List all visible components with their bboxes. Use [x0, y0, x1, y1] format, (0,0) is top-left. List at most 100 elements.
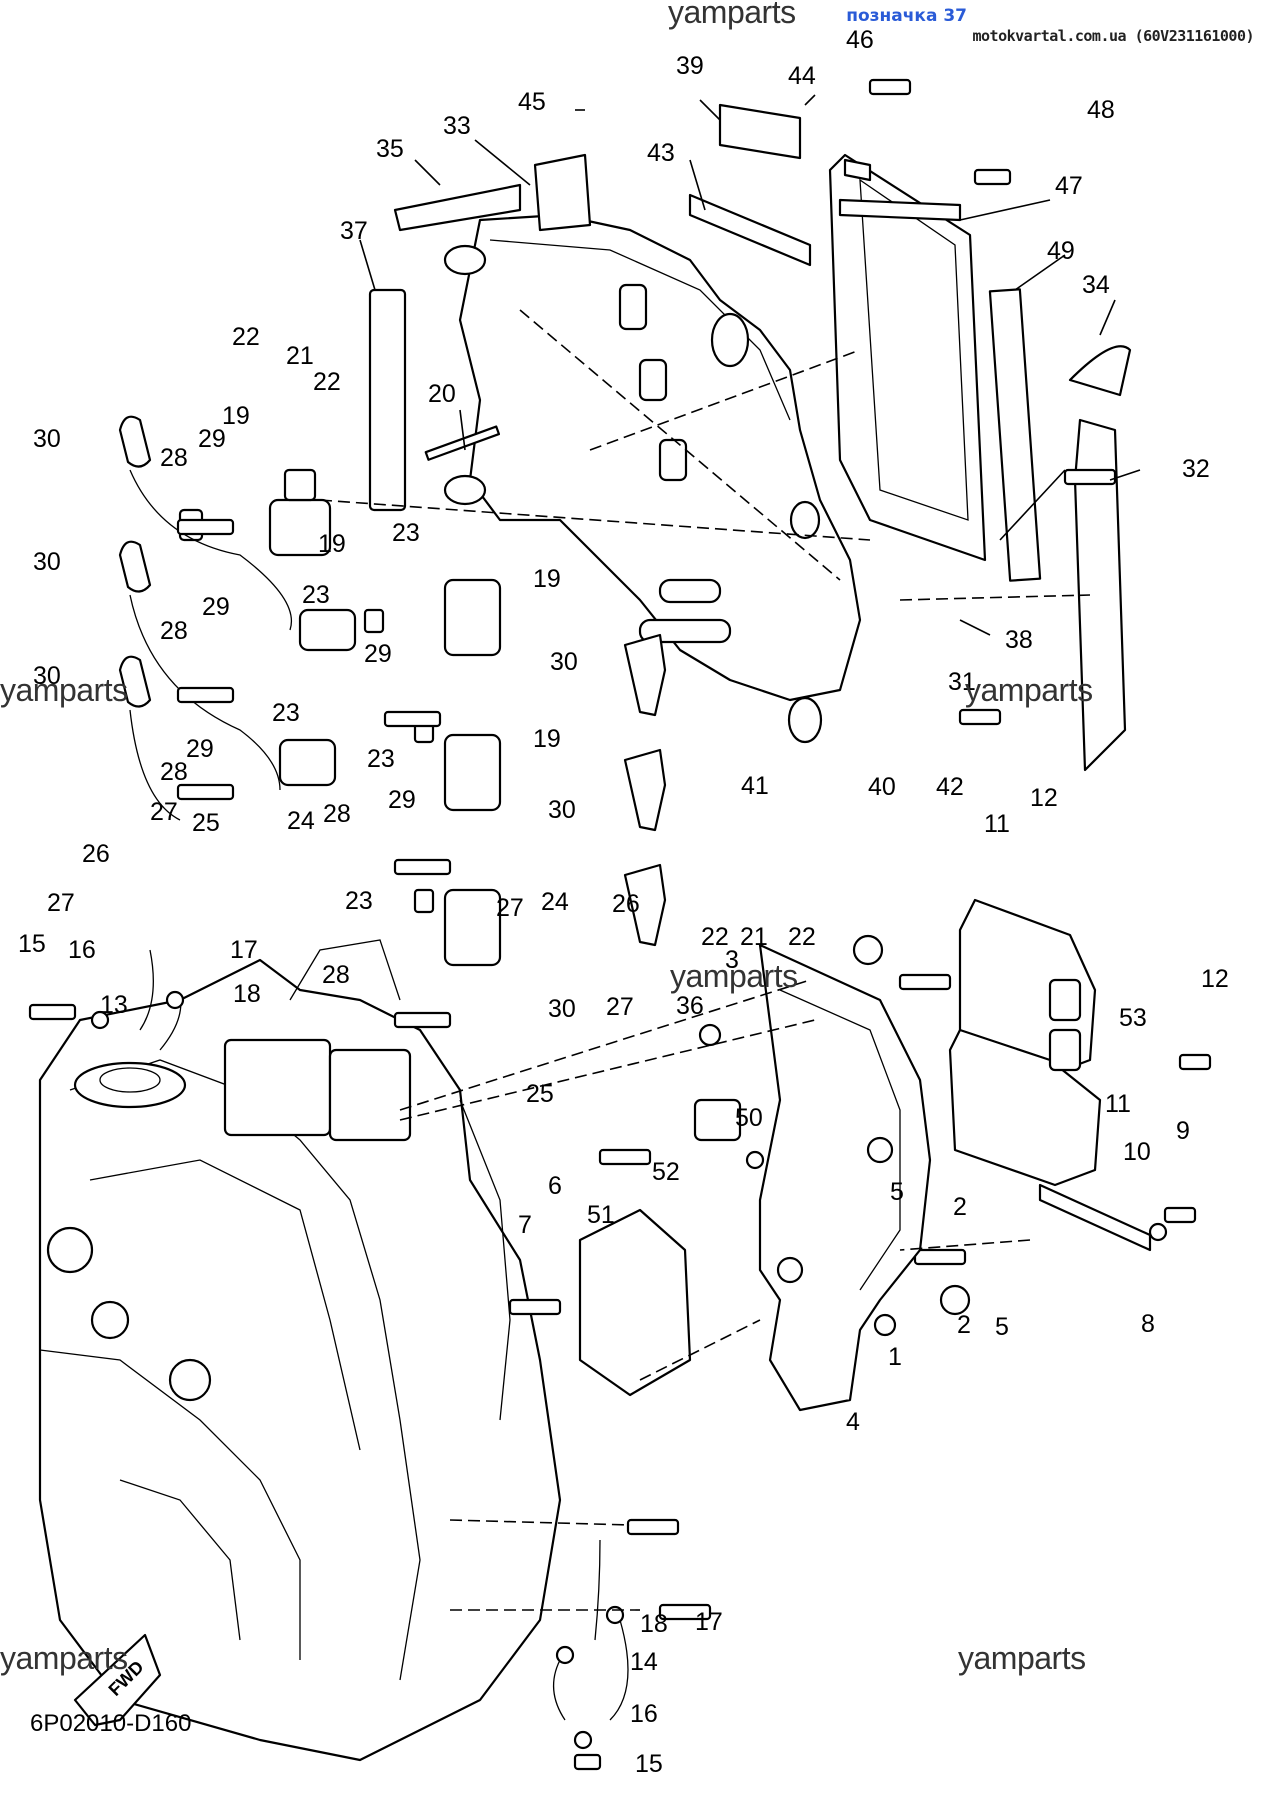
- callout-28: 28: [322, 961, 350, 989]
- callout-11: 11: [984, 810, 1010, 838]
- callout-40: 40: [868, 773, 896, 801]
- callout-5: 5: [995, 1313, 1009, 1341]
- callout-18: 18: [233, 980, 261, 1008]
- watermark: yamparts: [668, 0, 796, 30]
- callout-23: 23: [367, 745, 395, 773]
- callout-25: 25: [192, 809, 220, 837]
- drawing-code: 6P02010-D160: [30, 1710, 192, 1737]
- callout-31: 31: [948, 668, 976, 696]
- callout-21: 21: [740, 923, 768, 951]
- callout-17: 17: [695, 1608, 723, 1636]
- callout-24: 24: [541, 888, 569, 916]
- callout-36: 36: [676, 992, 704, 1020]
- small-parts-upper: [368, 103, 962, 512]
- callout-21: 21: [286, 342, 314, 370]
- callout-44: 44: [788, 62, 816, 90]
- callout-2: 2: [957, 1311, 971, 1339]
- callout-29: 29: [202, 593, 230, 621]
- callout-8: 8: [1141, 1310, 1155, 1338]
- callout-27: 27: [606, 993, 634, 1021]
- callout-numbers: 1223455678910111112121314151516161717181…: [18, 26, 1229, 1778]
- callout-35: 35: [376, 135, 404, 163]
- callout-29: 29: [198, 425, 226, 453]
- header-label: позначка 37: [846, 6, 967, 26]
- ignition-coils: [178, 468, 502, 967]
- callout-27: 27: [47, 889, 75, 917]
- callout-18: 18: [640, 1610, 668, 1638]
- watermark: yamparts: [0, 672, 128, 708]
- callout-45: 45: [518, 88, 546, 116]
- callout-52: 52: [652, 1158, 680, 1186]
- callout-12: 12: [1201, 965, 1229, 993]
- ignition-bracket-plate: [443, 213, 862, 744]
- callout-30: 30: [33, 548, 61, 576]
- callout-13: 13: [100, 991, 128, 1019]
- callout-28: 28: [323, 800, 351, 828]
- callout-14: 14: [630, 1648, 658, 1676]
- callout-22: 22: [313, 368, 341, 396]
- callout-50: 50: [735, 1104, 763, 1132]
- ground-wires: [90, 949, 629, 1771]
- callout-19: 19: [222, 402, 250, 430]
- callout-23: 23: [392, 519, 420, 547]
- callout-22: 22: [788, 923, 816, 951]
- callout-24: 24: [287, 807, 315, 835]
- callout-41: 41: [741, 772, 769, 800]
- header-source: motokvartal.com.ua (60V231161000): [972, 27, 1254, 45]
- callout-22: 22: [232, 323, 260, 351]
- callout-23: 23: [345, 887, 373, 915]
- leader-lines: [319, 94, 1141, 1611]
- callout-53: 53: [1119, 1004, 1147, 1032]
- callout-39: 39: [676, 52, 704, 80]
- callout-38: 38: [1005, 626, 1033, 654]
- callout-30: 30: [548, 995, 576, 1023]
- callout-15: 15: [18, 930, 46, 958]
- callout-26: 26: [612, 890, 640, 918]
- callout-15: 15: [635, 1750, 663, 1778]
- callout-16: 16: [68, 936, 96, 964]
- plug-caps: [118, 415, 667, 947]
- callout-2: 2: [953, 1193, 967, 1221]
- watermark: yamparts: [670, 958, 798, 994]
- callout-6: 6: [548, 1172, 562, 1200]
- callout-46: 46: [846, 26, 874, 54]
- callout-49: 49: [1047, 237, 1075, 265]
- electrical-bracket-lower: [698, 943, 932, 1412]
- callout-4: 4: [846, 1408, 860, 1436]
- callout-16: 16: [630, 1700, 658, 1728]
- callout-33: 33: [443, 112, 471, 140]
- callout-22: 22: [701, 923, 729, 951]
- callout-42: 42: [936, 773, 964, 801]
- watermark: yamparts: [965, 672, 1093, 708]
- callout-34: 34: [1082, 271, 1110, 299]
- cdi-units: [578, 898, 1152, 1397]
- engine-block-outline: [38, 939, 562, 1762]
- callout-17: 17: [230, 936, 258, 964]
- frame-panel-right: [828, 153, 1132, 772]
- callout-27: 27: [150, 798, 178, 826]
- callout-26: 26: [82, 840, 110, 868]
- callout-28: 28: [160, 444, 188, 472]
- callout-43: 43: [647, 139, 675, 167]
- callout-32: 32: [1182, 455, 1210, 483]
- callout-37: 37: [340, 217, 368, 245]
- callout-3: 3: [725, 946, 739, 974]
- callout-28: 28: [160, 758, 188, 786]
- watermark: yamparts: [958, 1640, 1086, 1676]
- fwd-arrow: FWD: [73, 1633, 162, 1727]
- callout-29: 29: [388, 786, 416, 814]
- callout-11: 11: [1105, 1090, 1131, 1118]
- callout-48: 48: [1087, 96, 1115, 124]
- callout-19: 19: [533, 725, 561, 753]
- callout-30: 30: [548, 796, 576, 824]
- callout-51: 51: [587, 1201, 615, 1229]
- callout-28: 28: [160, 617, 188, 645]
- callout-29: 29: [364, 640, 392, 668]
- callout-19: 19: [318, 530, 346, 558]
- callout-1: 1: [888, 1343, 902, 1371]
- callout-30: 30: [550, 648, 578, 676]
- callout-20: 20: [428, 380, 456, 408]
- callout-47: 47: [1055, 172, 1083, 200]
- callout-23: 23: [302, 581, 330, 609]
